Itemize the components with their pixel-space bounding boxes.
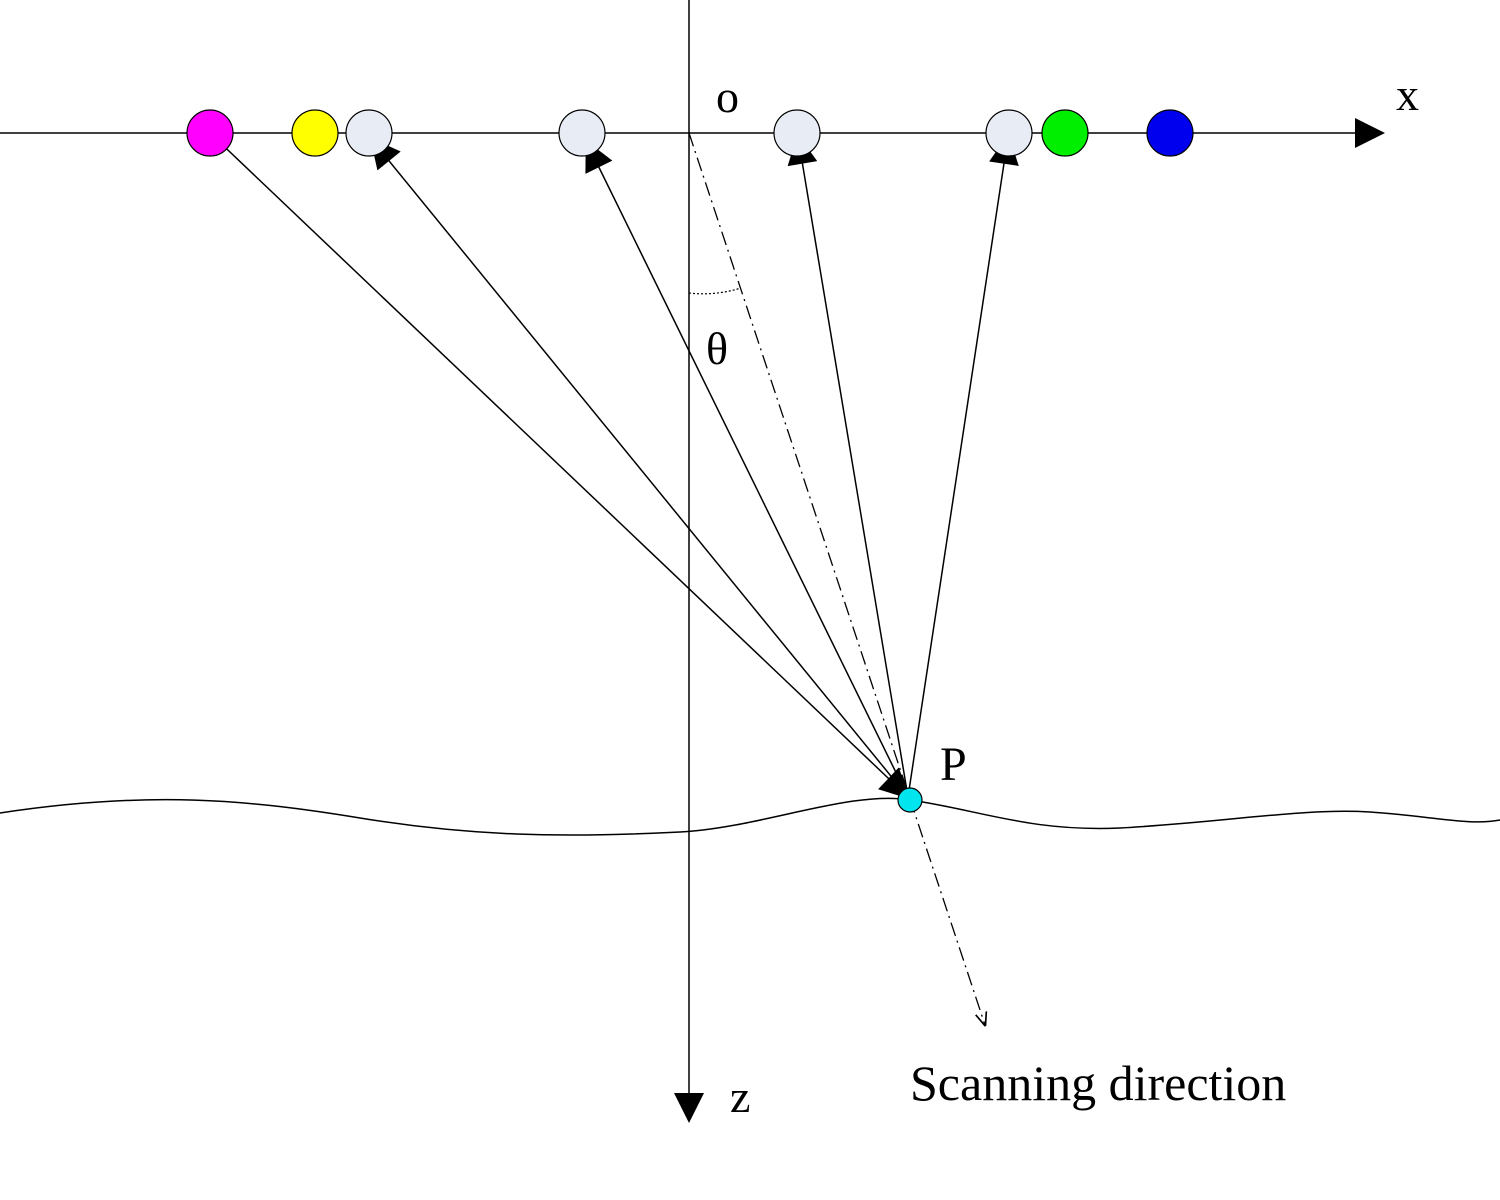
image-point-marker [897, 787, 923, 813]
reflected-ray-4 [907, 134, 1019, 798]
receiver-marker-4 [985, 109, 1033, 157]
reflected-ray-3 [787, 134, 909, 798]
point-label: P [940, 738, 967, 791]
receiver-marker-3 [773, 109, 821, 157]
green-marker [1041, 109, 1089, 157]
receiver-marker-2 [558, 109, 606, 157]
magenta-source-marker [186, 109, 234, 157]
blue-marker [1146, 109, 1194, 157]
yellow-marker [291, 109, 339, 157]
angle-label: θ [706, 323, 728, 374]
source-ray [209, 132, 911, 800]
scanning-direction-label: Scanning direction [910, 1055, 1286, 1111]
angle-arc [688, 287, 742, 295]
origin-label: o [716, 71, 739, 122]
scanning-direction-line [688, 132, 985, 1025]
receiver-marker-1 [345, 109, 393, 157]
z-axis-label: z [730, 1071, 750, 1122]
reflector-interface [0, 797, 1500, 836]
reflected-ray-2 [585, 140, 909, 798]
x-axis-label: x [1396, 69, 1419, 120]
reflected-ray-1 [370, 137, 909, 798]
